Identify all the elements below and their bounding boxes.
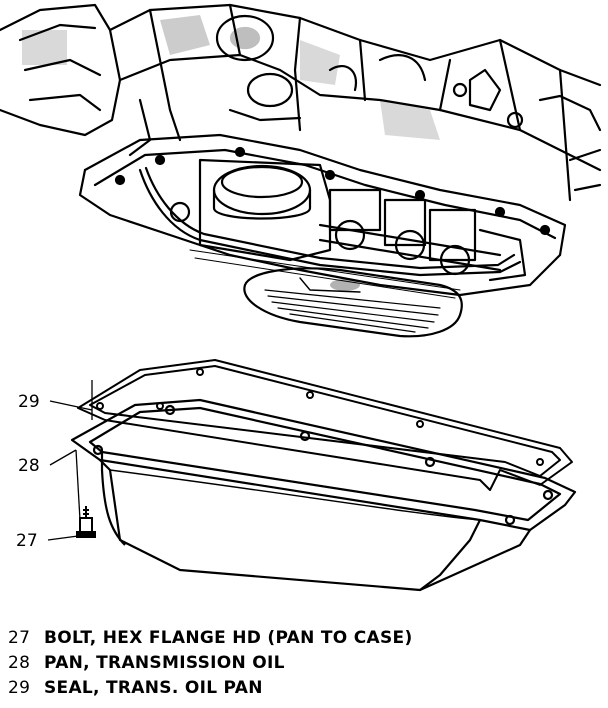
- legend-number: 29: [8, 678, 31, 698]
- parts-legend: 27 BOLT, HEX FLANGE HD (PAN TO CASE) 28 …: [8, 628, 598, 703]
- hex-flange-bolt-drawing: [76, 506, 96, 538]
- callout-28: 28: [18, 456, 40, 476]
- legend-number: 27: [8, 628, 31, 648]
- leader-27: [47, 535, 79, 541]
- transmission-oil-pan-drawing: [70, 398, 577, 592]
- callout-leaders: [47, 380, 93, 541]
- leader-28: [49, 449, 77, 466]
- callout-27: 27: [16, 531, 38, 551]
- transmission-case-drawing: [0, 3, 602, 338]
- leader-29: [49, 400, 93, 411]
- callout-29: 29: [18, 392, 40, 412]
- legend-item: 27 BOLT, HEX FLANGE HD (PAN TO CASE): [8, 628, 598, 653]
- legend-item: 28 PAN, TRANSMISSION OIL: [8, 653, 598, 678]
- legend-number: 28: [8, 653, 31, 673]
- oil-pan-seal-drawing: [77, 359, 573, 491]
- legend-description: PAN, TRANSMISSION OIL: [44, 653, 285, 673]
- legend-description: SEAL, TRANS. OIL PAN: [44, 678, 263, 698]
- legend-item: 29 SEAL, TRANS. OIL PAN: [8, 678, 598, 703]
- legend-description: BOLT, HEX FLANGE HD (PAN TO CASE): [44, 628, 413, 648]
